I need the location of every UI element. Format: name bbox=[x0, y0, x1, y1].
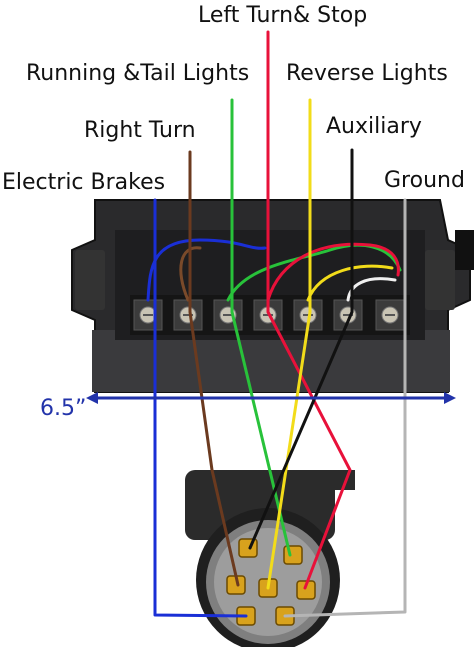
label-running-tail-lights: Running &Tail Lights bbox=[26, 61, 250, 86]
internal-white-wire bbox=[346, 277, 397, 302]
internal-brown-wire bbox=[179, 246, 202, 302]
label-electric-brakes: Electric Brakes bbox=[2, 170, 166, 195]
dimension-label: 6.5” bbox=[40, 396, 87, 421]
internal-red-wire bbox=[266, 242, 400, 302]
label-right-turn: Right Turn bbox=[84, 118, 196, 143]
wire-auxiliary bbox=[248, 148, 354, 550]
wire-ground bbox=[283, 198, 407, 618]
terminal-screw bbox=[213, 299, 243, 331]
wire-running-tail bbox=[230, 98, 292, 557]
plug-pin bbox=[283, 545, 303, 565]
label-ground: Ground bbox=[384, 168, 465, 193]
wire-right-turn bbox=[188, 150, 240, 587]
internal-green-wire bbox=[226, 243, 402, 302]
terminal-screw bbox=[375, 299, 405, 331]
dimension-line bbox=[86, 392, 456, 404]
internal-blue-wire bbox=[146, 238, 267, 302]
terminal-screw bbox=[173, 299, 203, 331]
plug-pin bbox=[296, 580, 316, 600]
wire-electric-brakes bbox=[153, 198, 248, 618]
terminal-screw bbox=[333, 299, 363, 331]
wires bbox=[146, 30, 407, 618]
label-auxiliary: Auxiliary bbox=[326, 114, 422, 139]
terminal-screw bbox=[133, 299, 163, 331]
label-left-turn-stop: Left Turn& Stop bbox=[198, 3, 368, 28]
label-reverse-lights: Reverse Lights bbox=[286, 61, 448, 86]
wire-reverse bbox=[266, 98, 312, 590]
internal-yellow-wire bbox=[306, 264, 394, 302]
trailer-plug bbox=[185, 470, 355, 647]
wire-left-turn-stop bbox=[266, 30, 352, 590]
